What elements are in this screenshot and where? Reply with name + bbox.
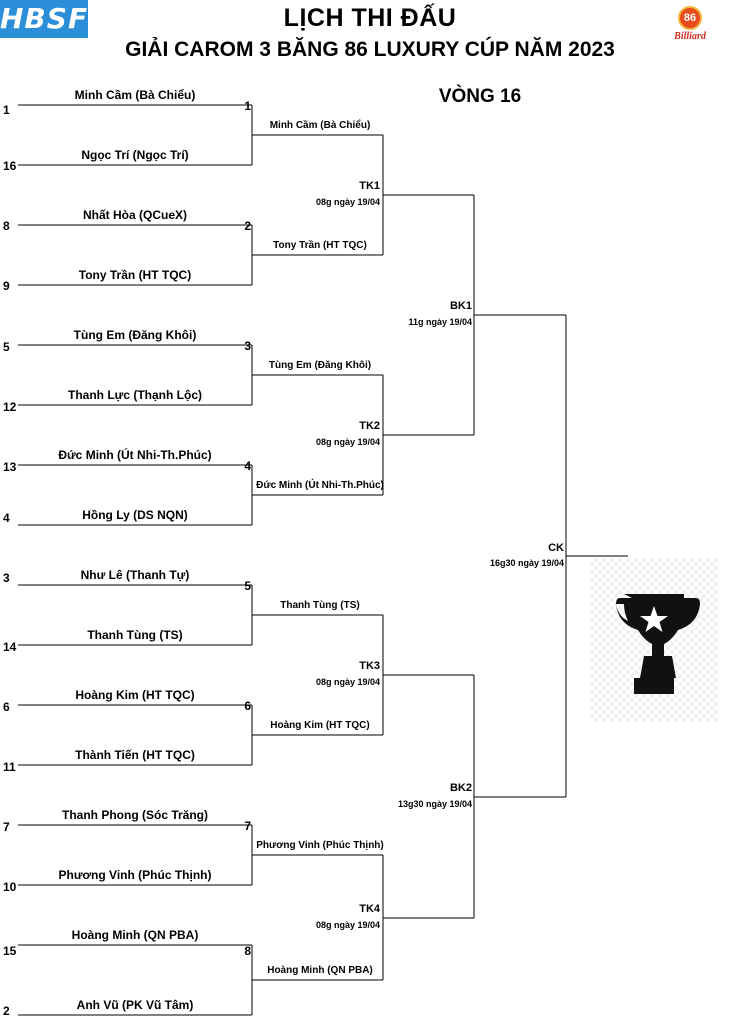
billiard-logo-text: Billiard <box>674 31 706 42</box>
player-name: Tùng Em (Đăng Khôi) <box>73 328 197 342</box>
player-seed: 7 <box>3 820 10 834</box>
semifinal-time: 13g30 ngày 19/04 <box>397 799 472 809</box>
match-winner-name: Phương Vinh (Phúc Thịnh) <box>256 840 384 851</box>
quarterfinal-time: 08g ngày 19/04 <box>315 920 380 930</box>
match-number: 2 <box>244 219 251 233</box>
player-seed: 5 <box>3 340 10 354</box>
billiard-ball-logo-icon: 86 <box>678 6 702 30</box>
match-number: 4 <box>244 459 251 473</box>
player-name: Ngọc Trí (Ngọc Trí) <box>81 148 189 162</box>
match-winner-name: Tùng Em (Đăng Khôi) <box>268 360 372 371</box>
player-name: Minh Cầm (Bà Chiểu) <box>74 88 196 102</box>
player-name: Hoàng Minh (QN PBA) <box>71 928 199 942</box>
hbsf-logo: HBSF <box>0 0 88 38</box>
player-seed: 13 <box>3 460 17 474</box>
match-number: 7 <box>244 819 251 833</box>
tournament-title: GIẢI CAROM 3 BĂNG 86 LUXURY CÚP NĂM 2023 <box>125 38 615 61</box>
final-label: CK <box>548 542 564 554</box>
player-seed: 15 <box>3 944 17 958</box>
match-number: 1 <box>244 99 251 113</box>
player-seed: 1 <box>3 103 10 117</box>
player-name: Thanh Tùng (TS) <box>87 628 183 642</box>
match-winner-name: Tony Trần (HT TQC) <box>273 240 367 251</box>
match-winner-name: Thanh Tùng (TS) <box>280 600 360 611</box>
player-seed: 16 <box>3 159 17 173</box>
match-number: 8 <box>244 944 251 958</box>
player-name: Thanh Phong (Sóc Trăng) <box>62 808 208 822</box>
player-seed: 10 <box>3 880 17 894</box>
match-winner-name: Đức Minh (Út Nhi-Th.Phúc) <box>256 480 384 491</box>
semifinal-label: BK1 <box>449 300 472 312</box>
match-number: 6 <box>244 699 251 713</box>
final-time: 16g30 ngày 19/04 <box>489 558 564 568</box>
player-name: Thanh Lực (Thạnh Lộc) <box>67 388 202 402</box>
player-seed: 14 <box>3 640 17 654</box>
match-winner-name: Minh Cầm (Bà Chiểu) <box>269 120 371 131</box>
player-name: Thành Tiến (HT TQC) <box>75 748 195 762</box>
player-seed: 12 <box>3 400 17 414</box>
player-name: Như Lê (Thanh Tự) <box>80 568 190 582</box>
player-name: Anh Vũ (PK Vũ Tâm) <box>76 998 194 1012</box>
trophy-panel <box>590 558 718 722</box>
player-name: Hoàng Kim (HT TQC) <box>75 688 195 702</box>
trophy-star-icon <box>616 594 700 694</box>
round-title: VÒNG 16 <box>438 86 522 107</box>
player-seed: 4 <box>3 511 10 525</box>
match-winner-name: Hoàng Minh (QN PBA) <box>267 965 373 976</box>
player-seed: 9 <box>3 279 10 293</box>
player-seed: 3 <box>3 571 10 585</box>
player-name: Phương Vinh (Phúc Thịnh) <box>58 868 212 882</box>
player-seed: 11 <box>3 760 16 774</box>
semifinal-time: 11g ngày 19/04 <box>408 317 472 327</box>
player-name: Tony Trần (HT TQC) <box>78 268 192 282</box>
quarterfinal-label: TK4 <box>359 903 380 915</box>
player-seed: 6 <box>3 700 10 714</box>
quarterfinal-time: 08g ngày 19/04 <box>315 197 380 207</box>
semifinal-label: BK2 <box>449 782 472 794</box>
quarterfinal-label: TK1 <box>359 180 380 192</box>
player-name: Hồng Ly (DS NQN) <box>82 508 188 522</box>
quarterfinal-label: TK2 <box>359 420 380 432</box>
player-name: Nhất Hòa (QCueX) <box>82 208 187 222</box>
player-name: Đức Minh (Út Nhi-Th.Phúc) <box>58 448 212 462</box>
quarterfinal-label: TK3 <box>359 660 380 672</box>
quarterfinal-time: 08g ngày 19/04 <box>315 677 380 687</box>
page-title: LỊCH THI ĐẤU <box>283 4 457 32</box>
match-winner-name: Hoàng Kim (HT TQC) <box>270 720 370 731</box>
quarterfinal-time: 08g ngày 19/04 <box>315 437 380 447</box>
match-number: 5 <box>244 579 251 593</box>
match-number: 3 <box>244 339 251 353</box>
player-seed: 2 <box>3 1004 10 1018</box>
player-seed: 8 <box>3 219 10 233</box>
